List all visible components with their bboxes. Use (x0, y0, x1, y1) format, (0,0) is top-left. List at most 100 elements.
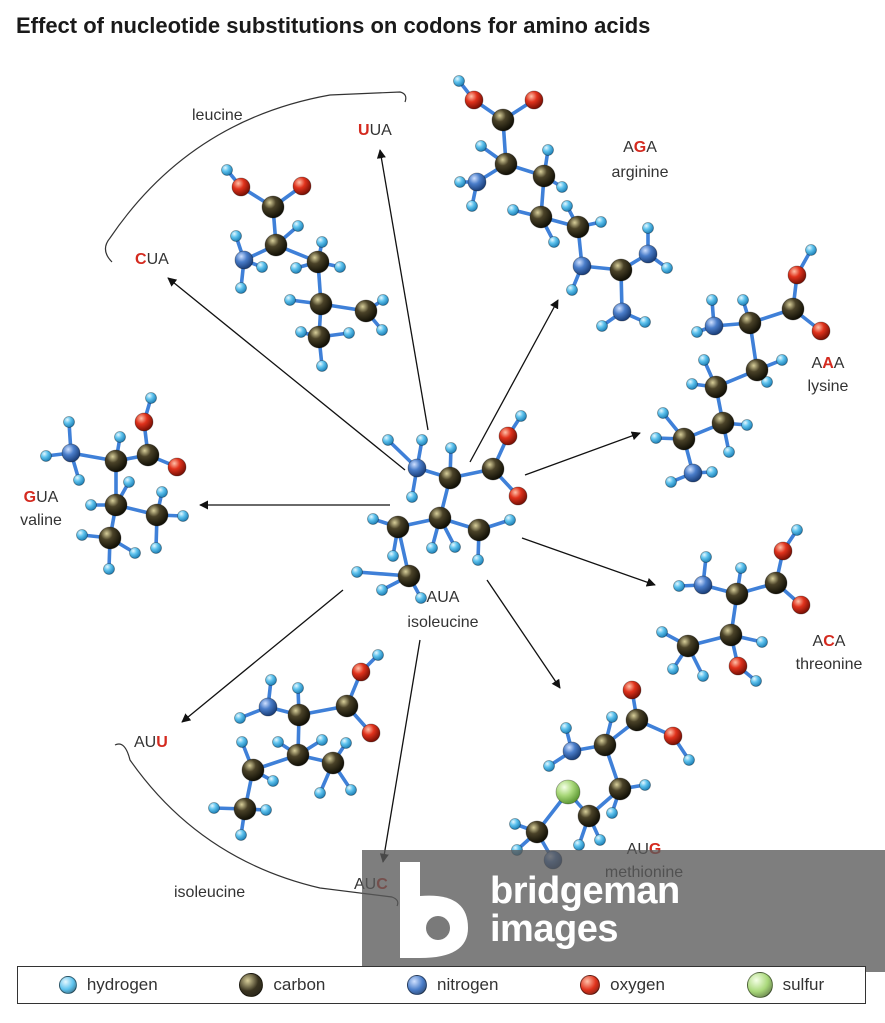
hydrogen-atom (453, 75, 465, 87)
hydrogen-atom (543, 760, 555, 772)
hydrogen-atom (454, 176, 466, 188)
carbon-atom (704, 375, 728, 399)
hydrogen-atom (556, 181, 568, 193)
nitrogen-atom (572, 256, 592, 276)
carbon-atom (386, 515, 410, 539)
nitrogen-atom (258, 697, 278, 717)
carbon-atom (745, 358, 769, 382)
leucine-molecule (221, 164, 389, 372)
carbon-atom (428, 506, 452, 530)
valine-molecule (40, 392, 189, 575)
sulfur-atom (555, 779, 581, 805)
hydrogen-atom (750, 675, 762, 687)
hydrogen-atom (208, 802, 220, 814)
hydrogen-atom (292, 682, 304, 694)
hydrogen-atom (723, 446, 735, 458)
hydrogen-atom (177, 510, 189, 522)
carbon-atom (532, 164, 556, 188)
carbon-atom (525, 820, 549, 844)
oxygen-atom-icon (580, 975, 601, 995)
hydrogen-atom (697, 670, 709, 682)
hydrogen-atom (741, 419, 753, 431)
hydrogen-atom (40, 450, 52, 462)
hydrogen-atom (665, 476, 677, 488)
sulfur-atom-icon (746, 972, 773, 998)
hydrogen-atom (561, 200, 573, 212)
hydrogen-atom (260, 804, 272, 816)
hydrogen-atom (221, 164, 233, 176)
isoleucine-molecule-2 (208, 649, 384, 841)
hydrogen-atom (265, 674, 277, 686)
legend-label: hydrogen (86, 975, 158, 994)
carbon-atom (104, 493, 128, 517)
legend-item-carbon: carbon (239, 973, 325, 997)
hydrogen-atom (596, 320, 608, 332)
oxygen-atom (351, 662, 371, 682)
watermark-logo-icon (400, 862, 468, 958)
carbon-atom (306, 250, 330, 274)
carbon-atom (307, 325, 331, 349)
hydrogen-atom (776, 354, 788, 366)
amino-acid-lysine: lysine (808, 378, 849, 395)
carbon-atom (566, 215, 590, 239)
hydrogen-atom (150, 542, 162, 554)
hydrogen-atom (542, 144, 554, 156)
oxygen-atom (292, 176, 312, 196)
arrow-to-cua (167, 277, 406, 471)
codon-uua: UUA (358, 122, 392, 139)
hydrogen-atom (406, 491, 418, 503)
hydrogen-atom (683, 754, 695, 766)
nitrogen-atom (612, 302, 632, 322)
hydrogen-atom (573, 839, 585, 851)
leucine-bracket (104, 91, 407, 263)
hydrogen-atom (235, 829, 247, 841)
carbon-atom (764, 571, 788, 595)
carbon-atom (676, 634, 700, 658)
oxygen-atom (791, 595, 811, 615)
codon-aga: AGA (623, 139, 657, 156)
hydrogen-atom (761, 376, 773, 388)
arrow-to-aug (486, 579, 561, 689)
hydrogen-atom (805, 244, 817, 256)
oxygen-atom (464, 90, 484, 110)
legend-item-nitrogen: nitrogen (407, 975, 498, 995)
oxygen-atom (811, 321, 831, 341)
hydrogen-atom (123, 476, 135, 488)
legend-label: sulfur (782, 975, 825, 994)
hydrogen-atom (639, 316, 651, 328)
oxygen-atom (508, 486, 528, 506)
hydrogen-atom (295, 326, 307, 338)
figure-title: Effect of nucleotide substitutions on co… (16, 13, 651, 38)
legend-label: nitrogen (437, 975, 499, 994)
hydrogen-atom (560, 722, 572, 734)
hydrogen-atom (475, 140, 487, 152)
hydrogen-atom (73, 474, 85, 486)
codon-aca: ACA (813, 633, 846, 650)
hydrogen-atom (387, 550, 399, 562)
nitrogen-atom (683, 463, 703, 483)
nitrogen-atom-icon (407, 975, 428, 995)
nitrogen-atom (61, 443, 81, 463)
carbon-atom (738, 311, 762, 335)
hydrogen-atom (756, 636, 768, 648)
hydrogen-atom (650, 432, 662, 444)
carbon-atom (354, 299, 378, 323)
legend: hydrogen carbon nitrogen oxygen sulfur (17, 966, 866, 1004)
hydrogen-atom (267, 775, 279, 787)
arrow-to-aga (469, 299, 559, 463)
legend-label: oxygen (610, 975, 665, 994)
hydrogen-atom (316, 360, 328, 372)
hydrogen-atom (316, 236, 328, 248)
oxygen-atom (773, 541, 793, 561)
hydrogen-atom (449, 541, 461, 553)
carbon-atom (529, 205, 553, 229)
carbon-atom (608, 777, 632, 801)
hydrogen-atom (415, 592, 427, 604)
amino-acid-threonine: threonine (796, 656, 863, 673)
hydrogen-atom (595, 216, 607, 228)
hydrogen-atom (698, 354, 710, 366)
carbon-atom (264, 233, 288, 257)
hydrogen-atom (85, 499, 97, 511)
nitrogen-atom (467, 172, 487, 192)
hydrogen-atom (284, 294, 296, 306)
